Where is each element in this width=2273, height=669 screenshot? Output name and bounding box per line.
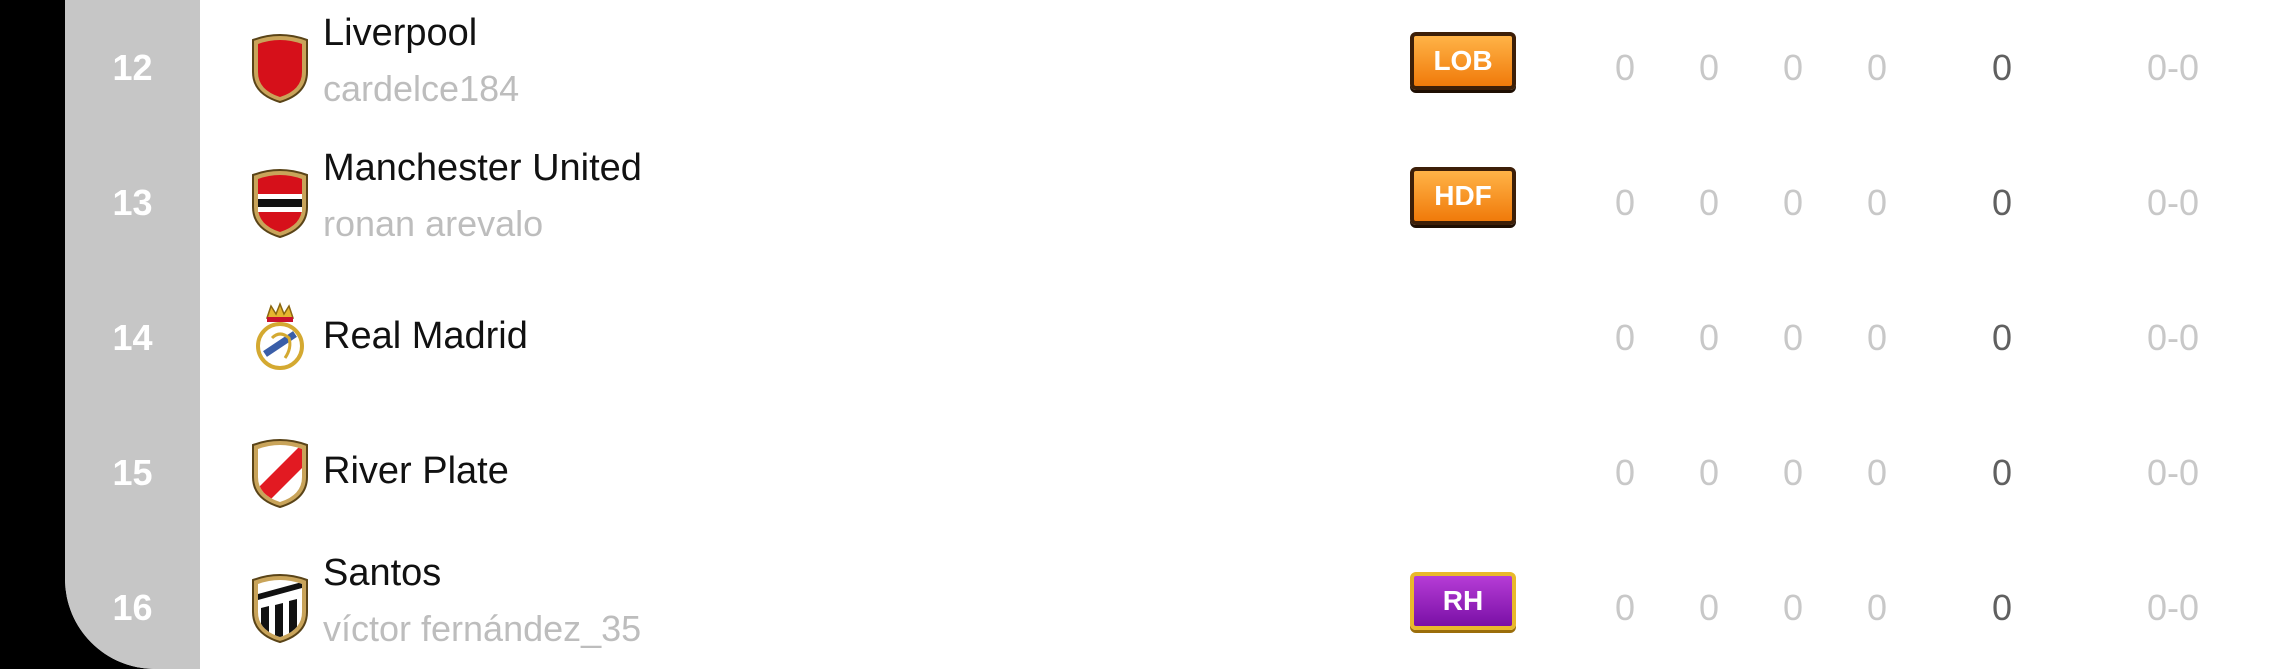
stat-played: 0 bbox=[1614, 451, 1636, 493]
team-name: Liverpool bbox=[323, 12, 478, 54]
table-row[interactable]: 13 Manchester United ronan arevalo HDF 0… bbox=[65, 135, 2273, 270]
table-row[interactable]: 12 Liverpool cardelce184 LOB 0 0 0 0 0 0… bbox=[65, 0, 2273, 135]
stat-drawn: 0 bbox=[1782, 586, 1804, 628]
stat-goals: 0-0 bbox=[2146, 316, 2200, 358]
manager-name: víctor fernández_35 bbox=[323, 608, 642, 649]
team-name: Santos bbox=[323, 552, 442, 594]
stat-won: 0 bbox=[1698, 46, 1720, 88]
manager-name: cardelce184 bbox=[323, 68, 520, 109]
stat-played: 0 bbox=[1614, 586, 1636, 628]
club-tag-badge: HDF bbox=[1410, 167, 1516, 225]
river-plate-crest-icon bbox=[252, 439, 308, 509]
manchester-united-crest-icon bbox=[252, 169, 308, 239]
stat-played: 0 bbox=[1614, 316, 1636, 358]
table-row[interactable]: 14 Real Madrid 0 0 0 0 0 0-0 bbox=[65, 270, 2273, 405]
stat-points: 0 bbox=[1991, 586, 2013, 628]
stat-lost: 0 bbox=[1866, 586, 1888, 628]
stat-goals: 0-0 bbox=[2146, 181, 2200, 223]
stat-played: 0 bbox=[1614, 181, 1636, 223]
rank-number: 12 bbox=[112, 46, 153, 88]
stat-points: 0 bbox=[1991, 451, 2013, 493]
stat-points: 0 bbox=[1991, 181, 2013, 223]
club-tag-badge: RH bbox=[1410, 572, 1516, 630]
table-row[interactable]: 15 River Plate 0 0 0 0 0 0-0 bbox=[65, 405, 2273, 540]
stat-drawn: 0 bbox=[1782, 451, 1804, 493]
rank-number: 14 bbox=[112, 316, 153, 358]
rank-number: 15 bbox=[112, 451, 153, 493]
manager-name: ronan arevalo bbox=[323, 203, 544, 244]
real-madrid-crest-icon bbox=[256, 302, 304, 370]
liverpool-crest-icon bbox=[252, 34, 308, 104]
rank-number: 13 bbox=[112, 181, 153, 223]
santos-crest-icon bbox=[252, 574, 308, 644]
stat-goals: 0-0 bbox=[2146, 46, 2200, 88]
team-name: River Plate bbox=[323, 450, 509, 492]
stat-lost: 0 bbox=[1866, 451, 1888, 493]
stat-won: 0 bbox=[1698, 181, 1720, 223]
stat-drawn: 0 bbox=[1782, 181, 1804, 223]
club-tag-badge: LOB bbox=[1410, 32, 1516, 90]
stat-drawn: 0 bbox=[1782, 46, 1804, 88]
stat-goals: 0-0 bbox=[2146, 451, 2200, 493]
stat-won: 0 bbox=[1698, 451, 1720, 493]
team-name: Real Madrid bbox=[323, 315, 528, 357]
stat-points: 0 bbox=[1991, 46, 2013, 88]
rank-number: 16 bbox=[112, 586, 153, 628]
stat-played: 0 bbox=[1614, 46, 1636, 88]
rank-column bbox=[65, 0, 200, 669]
stat-won: 0 bbox=[1698, 316, 1720, 358]
stat-lost: 0 bbox=[1866, 181, 1888, 223]
stat-lost: 0 bbox=[1866, 46, 1888, 88]
standings-panel: 12 Liverpool cardelce184 LOB 0 0 0 0 0 0… bbox=[65, 0, 2273, 669]
table-row[interactable]: 16 Santos víctor fernández_35 RH 0 0 0 0… bbox=[65, 540, 2273, 669]
stat-lost: 0 bbox=[1866, 316, 1888, 358]
team-name: Manchester United bbox=[323, 147, 642, 189]
stat-points: 0 bbox=[1991, 316, 2013, 358]
stat-goals: 0-0 bbox=[2146, 586, 2200, 628]
stat-drawn: 0 bbox=[1782, 316, 1804, 358]
stat-won: 0 bbox=[1698, 586, 1720, 628]
